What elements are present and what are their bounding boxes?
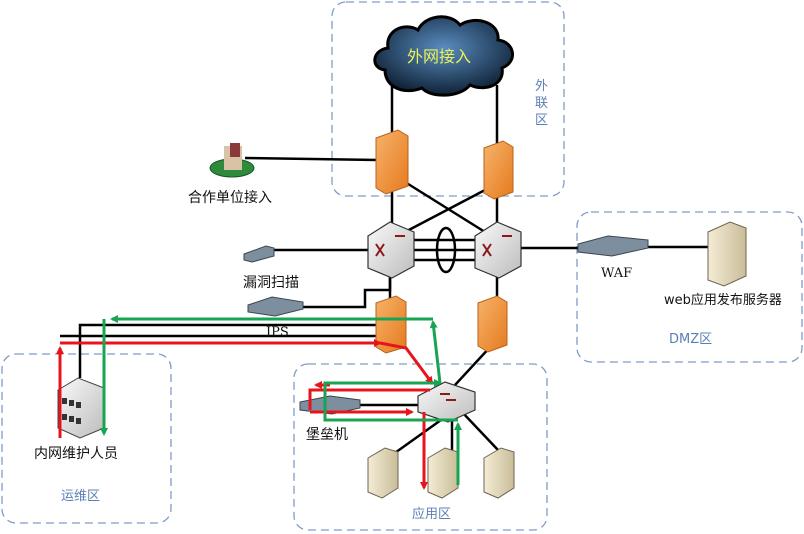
zone-app (293, 363, 548, 531)
ops-staff-label: 内网维护人员 (34, 446, 118, 462)
zone-ops (1, 353, 172, 524)
partner-building-icon (209, 143, 255, 178)
ops-staff-building-icon (57, 377, 105, 439)
zone-external (331, 1, 565, 197)
web-server-label: web应用发布服务器 (664, 293, 782, 308)
app-server-icon (483, 447, 515, 499)
internet-label: 外网接入 (407, 47, 472, 66)
core-switch-icon (367, 221, 415, 279)
waf-appliance-icon (577, 235, 649, 257)
zone-external-label: 外联区 (535, 79, 549, 128)
zone-dmz-label: DMZ区 (669, 332, 713, 347)
web-server-icon (707, 221, 747, 287)
ips-label: IPS (266, 325, 289, 340)
firewall-icon (483, 140, 514, 200)
links (60, 85, 708, 457)
zone-ops-label: 运维区 (61, 489, 101, 504)
waf-label: WAF (601, 266, 633, 281)
zone-dmz (576, 211, 803, 363)
request-flow (56, 339, 434, 490)
bastion-label: 堡垒机 (306, 427, 348, 443)
vuln-scan-appliance-icon (243, 245, 275, 263)
link-aggregation-ring (435, 226, 457, 274)
zone-app-label: 应用区 (412, 507, 452, 522)
core-switch-icon (474, 221, 522, 279)
response-flow (100, 315, 462, 485)
ips-appliance-icon (247, 296, 304, 317)
app-server-icon (367, 447, 399, 499)
partner-label: 合作单位接入 (188, 190, 272, 206)
bastion-appliance-icon (299, 395, 361, 415)
app-server-icon (427, 447, 459, 499)
firewall-icon (477, 295, 508, 353)
vuln-scan-label: 漏洞扫描 (243, 275, 299, 291)
firewall-icon (375, 129, 409, 195)
cloud-icon (373, 15, 514, 97)
access-switch-icon (417, 381, 476, 423)
